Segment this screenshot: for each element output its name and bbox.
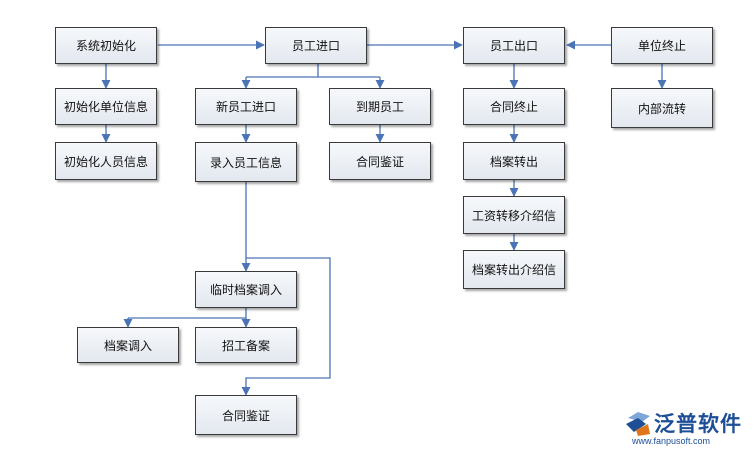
node-staff-entry: 员工进口 [265,27,367,64]
node-archive-transfer-letter: 档案转出介绍信 [463,250,565,289]
node-staff-exit: 员工出口 [463,27,565,64]
logo-brand-text: 泛普软件 [654,412,742,436]
node-recruitment-filing: 招工备案 [195,327,297,363]
logo-url-text: www.fanpusoft.com [632,436,711,446]
node-init-unit-info: 初始化单位信息 [55,88,157,125]
node-archive-transfer-out: 档案转出 [463,142,565,180]
logo-icon [626,412,650,436]
connector-entry-branch [246,64,380,78]
node-internal-transfer: 内部流转 [611,88,713,128]
node-system-init: 系统初始化 [55,27,157,64]
node-contract-review-1: 合同鉴证 [329,142,431,180]
node-archive-transfer-in: 档案调入 [77,327,179,363]
node-unit-termination: 单位终止 [611,27,713,64]
node-record-staff-info: 录入员工信息 [195,142,297,182]
connector-record-loop [241,257,331,396]
node-expiring-staff: 到期员工 [329,88,431,125]
node-contract-termination: 合同终止 [463,88,565,125]
node-wage-transfer-letter: 工资转移介绍信 [463,196,565,234]
brand-logo: 泛普软件 www.fanpusoft.com [624,408,750,450]
connector-temp-branch [128,308,247,319]
node-temp-archive-transfer-in: 临时档案调入 [195,271,297,308]
node-new-staff-entry: 新员工进口 [195,88,297,125]
node-contract-review-2: 合同鉴证 [195,395,297,435]
node-init-staff-info: 初始化人员信息 [55,142,157,180]
